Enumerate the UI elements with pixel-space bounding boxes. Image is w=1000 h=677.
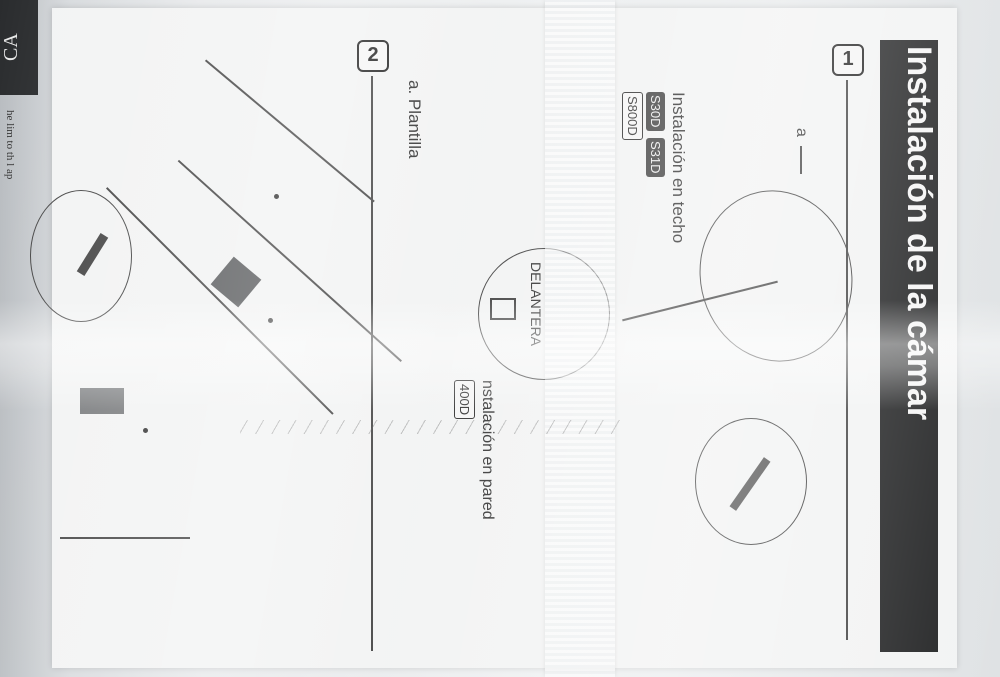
ceiling-heading: Instalación en techo bbox=[669, 92, 688, 244]
step-2-divider bbox=[371, 76, 373, 651]
drill-detail-circle bbox=[30, 190, 132, 322]
model-tag-400d: 400D bbox=[454, 380, 475, 420]
wall-model-tag-row: 400D bbox=[454, 380, 475, 422]
model-tag-row-2: S800D bbox=[622, 92, 643, 143]
cut-off-text: he lim to th l ap bbox=[4, 110, 16, 180]
callout-a-label: a bbox=[793, 128, 810, 137]
title-bar bbox=[880, 40, 938, 652]
model-tag-s31d: S31D bbox=[646, 138, 665, 177]
hole-dot bbox=[268, 318, 273, 323]
model-tags: S30D S31D bbox=[645, 92, 665, 180]
model-tag-s30d: S30D bbox=[646, 92, 665, 131]
step-2-badge: 2 bbox=[357, 40, 389, 72]
wall-mount-detail-circle bbox=[695, 418, 807, 545]
diagram-edge bbox=[60, 537, 190, 539]
front-label: DELANTERA bbox=[528, 262, 544, 346]
model-tag-s800d: S800D bbox=[622, 92, 643, 140]
seal-zigzag bbox=[240, 420, 620, 434]
mount-block bbox=[80, 388, 124, 414]
wall-heading: nstalación en pared bbox=[479, 380, 496, 520]
hole-dot bbox=[143, 428, 148, 433]
plastic-seal bbox=[0, 300, 1000, 410]
template-caption: a. Plantilla bbox=[405, 80, 424, 159]
page-title: Instalación de la cámar bbox=[900, 46, 938, 421]
tape-strip bbox=[545, 0, 615, 677]
corner-label: CA bbox=[0, 0, 38, 95]
arrow-left-icon bbox=[490, 298, 516, 320]
step-1-divider bbox=[846, 80, 848, 640]
callout-a-line bbox=[800, 146, 802, 174]
hole-dot bbox=[274, 194, 279, 199]
step-1-badge: 1 bbox=[832, 44, 864, 76]
